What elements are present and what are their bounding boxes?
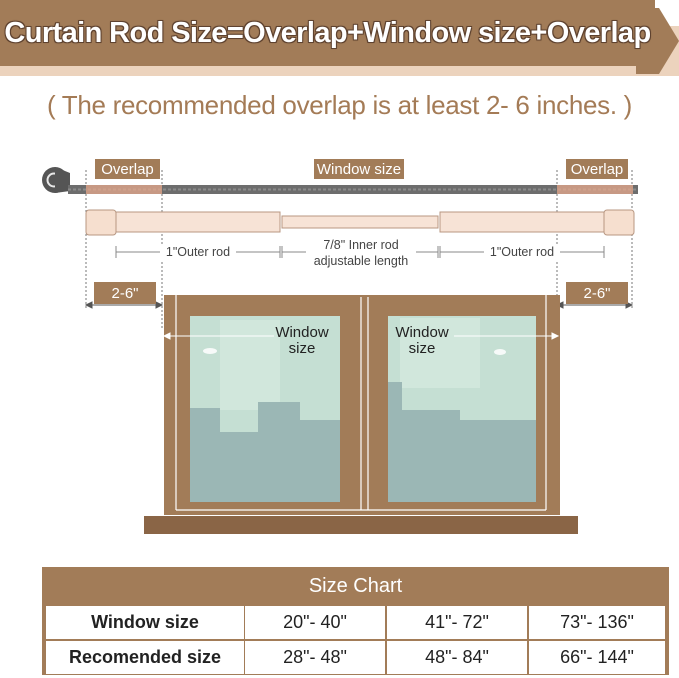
inner-rod-label-line2: adjustable length xyxy=(306,253,416,269)
rod-bottom xyxy=(85,209,635,236)
table-cell: 20"- 40" xyxy=(245,606,385,639)
range-label-right: 2-6" xyxy=(566,282,628,304)
table-cell: 48"- 84" xyxy=(387,641,527,674)
table-row: Window size 20"- 40" 41"- 72" 73"- 136" xyxy=(42,605,669,640)
table-cell: 41"- 72" xyxy=(387,606,527,639)
window-size-left-line2: size xyxy=(288,340,316,357)
rod-top xyxy=(68,185,638,194)
window-pane-right xyxy=(388,316,536,502)
window-size-left-line1: Window xyxy=(275,324,329,341)
subtitle: ( The recommended overlap is at least 2-… xyxy=(46,90,633,120)
banner xyxy=(0,0,655,66)
overlap-label-left: Overlap xyxy=(95,159,160,179)
banner-title: Curtain Rod Size=Overlap+Window size+Ove… xyxy=(4,16,651,49)
inner-rod-label-line1: 7/8" Inner rod xyxy=(306,237,416,253)
range-arrows xyxy=(84,301,634,309)
table-cell: 66"- 144" xyxy=(529,641,665,674)
window-width-arrows xyxy=(162,332,560,340)
range-label-left: 2-6" xyxy=(94,282,156,304)
window-size-right-line2: size xyxy=(408,340,436,357)
size-chart: Size Chart Window size 20"- 40" 41"- 72"… xyxy=(42,567,669,677)
window-size-right-line1: Window xyxy=(395,324,449,341)
window-pane-left xyxy=(190,316,340,502)
row-label: Window size xyxy=(46,606,244,639)
overlap-label-right: Overlap xyxy=(566,159,628,179)
size-chart-title: Size Chart xyxy=(42,567,669,605)
outer-rod-label-right: 1"Outer rod xyxy=(484,244,560,260)
table-row: Recomended size 28"- 48" 48"- 84" 66"- 1… xyxy=(42,640,669,675)
outer-rod-label-left: 1"Outer rod xyxy=(160,244,236,260)
window-size-label-top: Window size xyxy=(314,159,404,179)
row-label: Recomended size xyxy=(46,641,244,674)
rod-end-cap-icon xyxy=(42,167,70,193)
table-cell: 73"- 136" xyxy=(529,606,665,639)
curtain-rod-diagram xyxy=(42,167,638,534)
table-cell: 28"- 48" xyxy=(245,641,385,674)
